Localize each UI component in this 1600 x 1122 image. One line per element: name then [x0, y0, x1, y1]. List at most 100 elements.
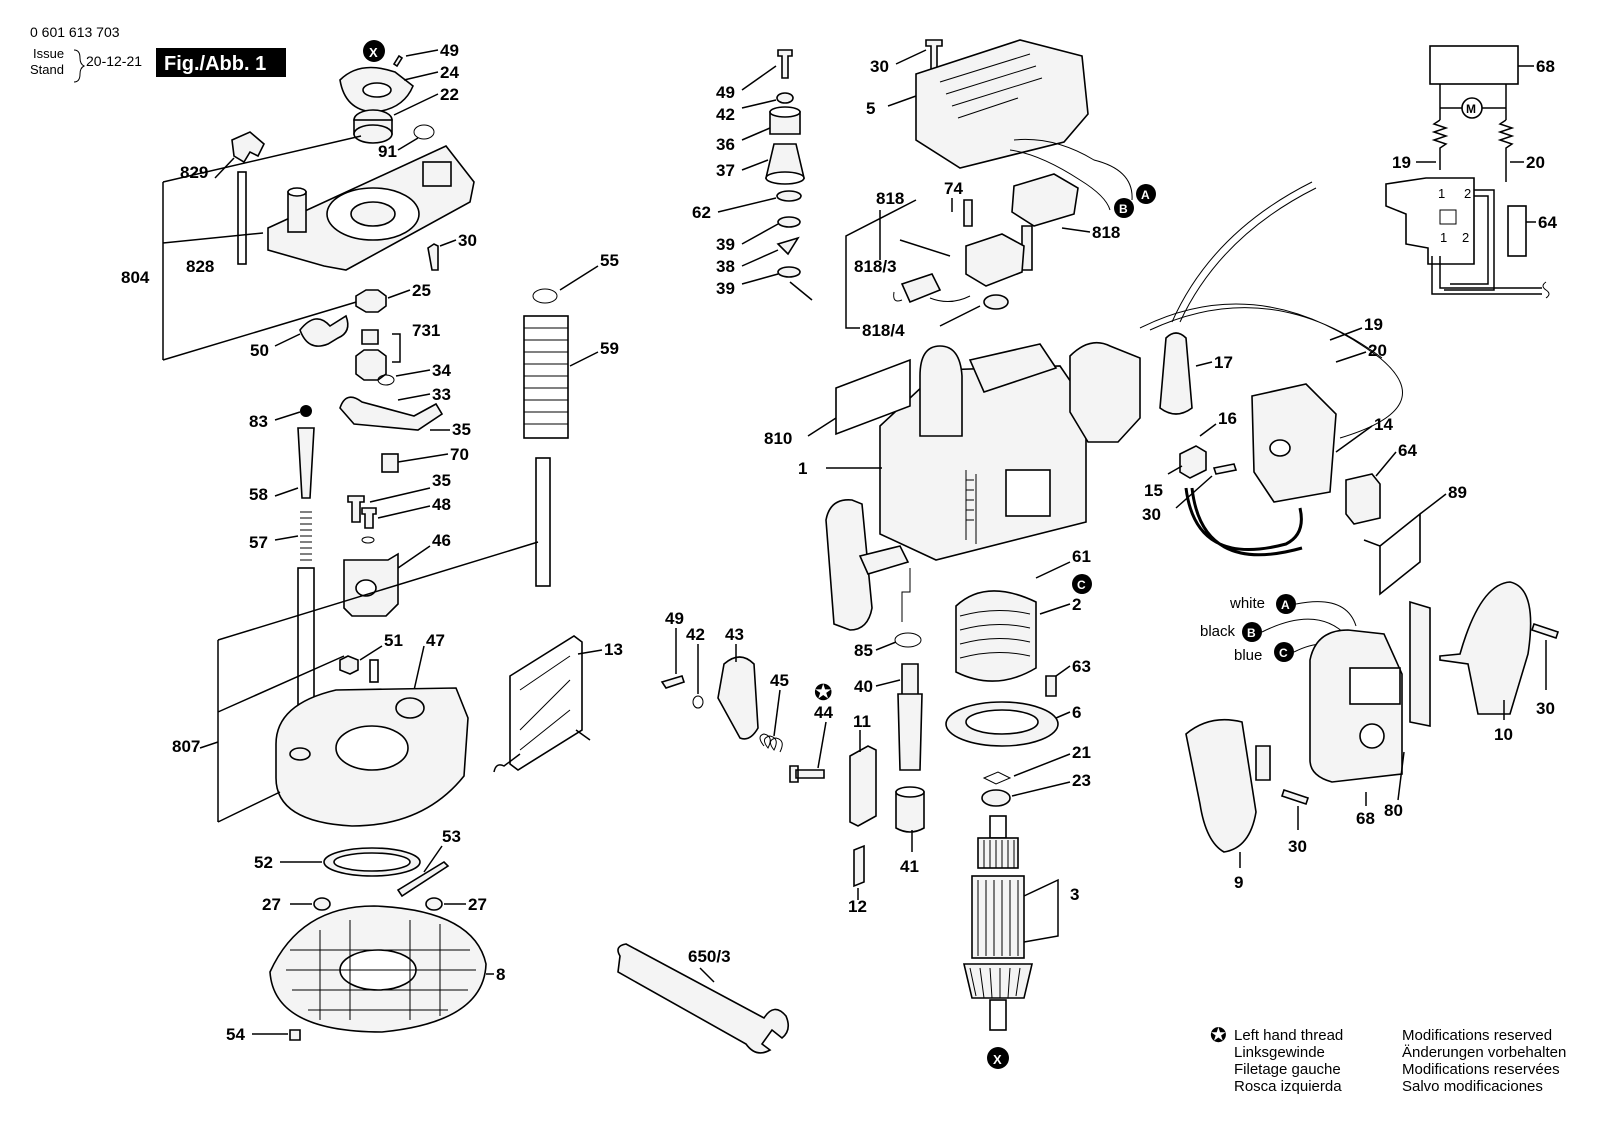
marker-x-top: [363, 40, 385, 62]
chip-shield-13: [509, 635, 583, 771]
part-52: 52: [254, 853, 273, 872]
o-ring-85: [894, 632, 922, 648]
part-818-4: 818/4: [862, 321, 905, 340]
collet-40: [897, 663, 923, 771]
part-11: 11: [853, 712, 871, 731]
housing-bore-inner: [350, 201, 396, 227]
pad-27-right: [425, 897, 443, 911]
part-807: 807: [172, 737, 200, 756]
part-45: 45: [770, 671, 789, 690]
part-21: 21: [1072, 743, 1091, 762]
part-80: 80: [1384, 801, 1403, 820]
switch-symbol: [1385, 177, 1475, 265]
wire-white: white: [1229, 595, 1265, 612]
wire-loop: [1184, 487, 1303, 557]
base-bore: [335, 725, 409, 771]
clip-829: [231, 131, 265, 164]
svg-text:X: X: [993, 1052, 1002, 1067]
part-63: 63: [1072, 657, 1091, 676]
key-53: [396, 860, 450, 898]
screw-44: [789, 765, 825, 783]
washer-48: [361, 536, 375, 544]
knob-51: [339, 655, 359, 675]
switch-14: [1251, 383, 1337, 503]
rod-828: [237, 171, 247, 265]
part-49-mid: 49: [716, 83, 735, 102]
part-14: 14: [1374, 415, 1393, 434]
part-818-3: 818/3: [854, 257, 897, 276]
svg-text:B: B: [1119, 202, 1128, 216]
part-54: 54: [226, 1025, 245, 1044]
wing-knob-50: [299, 314, 349, 347]
switch-terminal-1: 1: [1438, 186, 1445, 201]
part-44: 44: [814, 703, 833, 722]
part-57: 57: [249, 533, 268, 552]
handle-stub: [858, 545, 910, 575]
svg-text:C: C: [1279, 646, 1288, 660]
spring-45: [759, 733, 783, 753]
ball-83: [300, 405, 312, 417]
stator-2: [955, 590, 1037, 682]
svg-text:A: A: [1281, 598, 1290, 612]
capacitor-symbol: [1507, 205, 1527, 257]
part-3: 3: [1070, 885, 1079, 904]
part-37: 37: [716, 161, 735, 180]
part-17: 17: [1214, 353, 1233, 372]
bellows-59: [523, 315, 569, 439]
left-thread-icon: ✪: [1210, 1025, 1227, 1047]
part-15: 15: [1144, 481, 1163, 500]
spring-818-4: [983, 294, 1009, 310]
legend-mods-es: Salvo modificaciones: [1402, 1078, 1543, 1095]
marker-x-bottom: [987, 1047, 1009, 1069]
pin-58: [297, 427, 315, 499]
legend-thread-de: Linksgewinde: [1234, 1044, 1325, 1061]
part-61: 61: [1072, 547, 1091, 566]
switch-terminal-2: 2: [1464, 186, 1471, 201]
stand-label: Stand: [30, 62, 64, 77]
part-41: 41: [900, 857, 919, 876]
part-38: 38: [716, 257, 735, 276]
part-42-mid: 42: [716, 105, 735, 124]
depth-lever-33: [339, 396, 444, 431]
sole-plate-8: [269, 905, 487, 1033]
part-10: 10: [1494, 725, 1513, 744]
wire-blue: blue: [1234, 647, 1262, 664]
bearing-23: [981, 789, 1011, 807]
part-62: 62: [692, 203, 711, 222]
clamp-15: [1179, 445, 1207, 479]
clip-21: [982, 771, 1012, 785]
marker-a-wire: [1276, 594, 1296, 614]
screw-74: [963, 199, 973, 227]
part-42-low: 42: [686, 625, 705, 644]
part-74: 74: [944, 179, 963, 198]
part-2: 2: [1072, 595, 1081, 614]
part-83: 83: [249, 412, 268, 431]
spring-34: [377, 374, 395, 386]
part-34: 34: [432, 361, 451, 380]
pad-27-left: [313, 897, 331, 911]
part-16: 16: [1218, 409, 1237, 428]
part-59: 59: [600, 339, 619, 358]
part-53: 53: [442, 827, 461, 846]
part-30-right: 30: [1536, 699, 1555, 718]
part-27-left: 27: [262, 895, 281, 914]
field-coils: [1431, 119, 1515, 182]
wire-black: black: [1200, 623, 1236, 640]
screw-30-left: [427, 243, 439, 271]
armature-3: [962, 815, 1034, 1031]
part-20: 20: [1368, 341, 1387, 360]
washer-39-a: [777, 216, 801, 228]
part-22: 22: [440, 85, 459, 104]
part-46: 46: [432, 531, 451, 550]
part-85: 85: [854, 641, 873, 660]
housing-boss: [422, 161, 452, 187]
marker-c-wire: [1274, 642, 1294, 662]
legend-thread-es: Rosca izquierda: [1234, 1078, 1342, 1095]
part-51: 51: [384, 631, 403, 650]
handle-cover-68: [1309, 629, 1403, 783]
part-35-b: 35: [432, 471, 451, 490]
washer-42-low: [692, 695, 704, 709]
part-49: 49: [440, 41, 459, 60]
part-39-a: 39: [716, 235, 735, 254]
